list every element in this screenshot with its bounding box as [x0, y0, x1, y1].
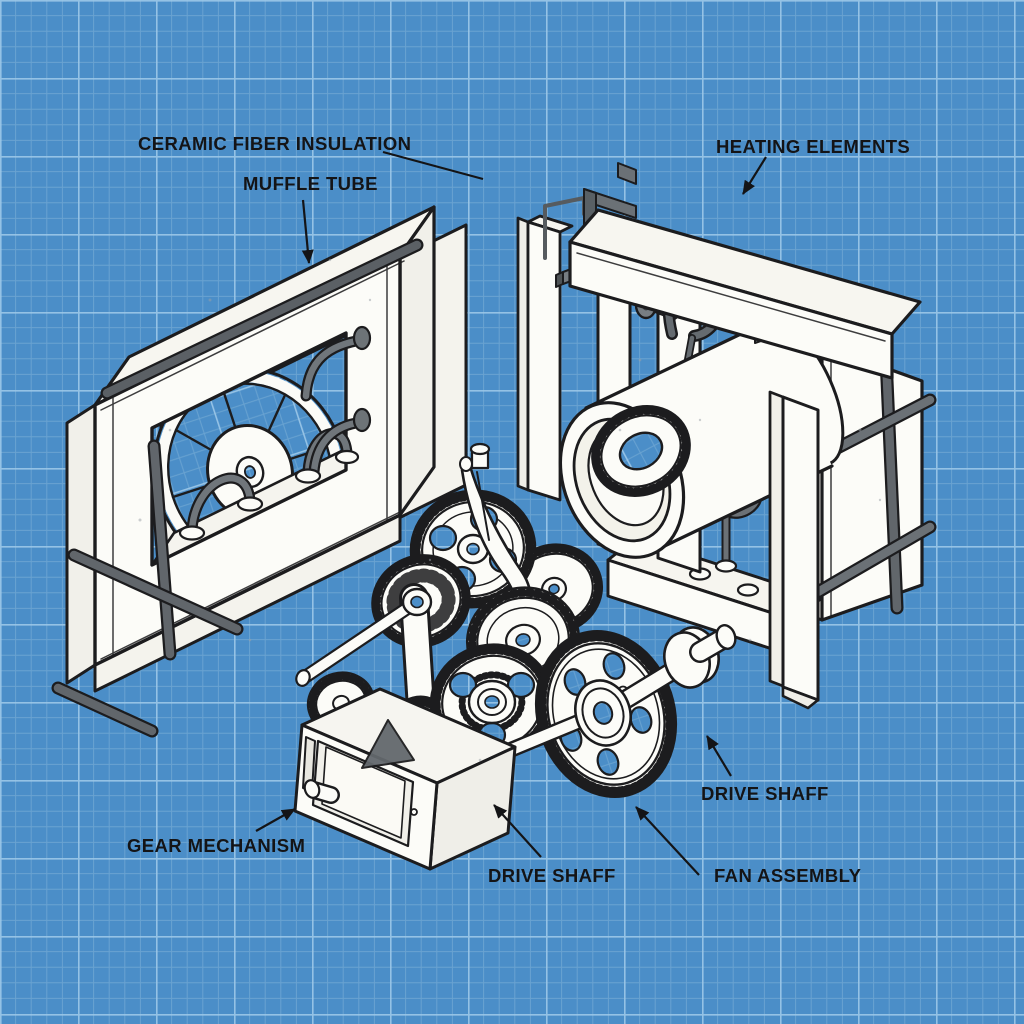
gear-housing [293, 687, 517, 871]
insulation-frame-assembly [51, 205, 468, 738]
callout-labels: CERAMIC FIBER INSULATION MUFFLE TUBE HEA… [127, 133, 910, 886]
frame-front-leg [768, 390, 820, 710]
frame-left-face [65, 403, 97, 685]
leader-lines [255, 150, 767, 876]
fan-gear-hub [574, 679, 632, 747]
frame-top-bar [568, 208, 922, 380]
housing-hole [410, 808, 418, 816]
leader-drive-shaft-bottom [493, 804, 542, 858]
paper-speckles [0, 258, 882, 762]
label-drive-shaft-right: DRIVE SHAFF [701, 783, 829, 804]
lever-arm [459, 442, 534, 624]
side-slab [516, 196, 586, 502]
leader-fan-assembly [635, 806, 700, 876]
label-drive-shaft-bottom: DRIVE SHAFF [488, 865, 616, 886]
leader-ceramic-fiber-insulation [382, 150, 484, 181]
frame-seam-lines [100, 260, 405, 660]
gear-ring-top-right [591, 405, 691, 497]
leader-heating-elements [742, 156, 767, 195]
label-ceramic-fiber-insulation: CERAMIC FIBER INSULATION [138, 133, 411, 154]
muffle-frame-assembly [516, 162, 937, 710]
lever-pin-cap [469, 442, 491, 456]
thin-shaft-rod [295, 596, 422, 687]
leader-drive-shaft-right [706, 735, 732, 777]
gray-wedge [361, 719, 415, 769]
label-fan-assembly: FAN ASSEMBLY [714, 865, 862, 886]
frame-straps [51, 238, 424, 738]
leader-muffle-tube [301, 199, 314, 264]
label-heating-elements: HEATING ELEMENTS [716, 136, 910, 157]
tube-feet [178, 325, 372, 541]
gear-mechanism-assembly [293, 405, 737, 871]
leader-gear-mechanism [255, 808, 296, 832]
label-muffle-tube: MUFFLE TUBE [243, 173, 378, 194]
heating-tubes-left [186, 335, 362, 535]
housing-knob [303, 779, 321, 799]
label-gear-mechanism: GEAR MECHANISM [127, 835, 305, 856]
